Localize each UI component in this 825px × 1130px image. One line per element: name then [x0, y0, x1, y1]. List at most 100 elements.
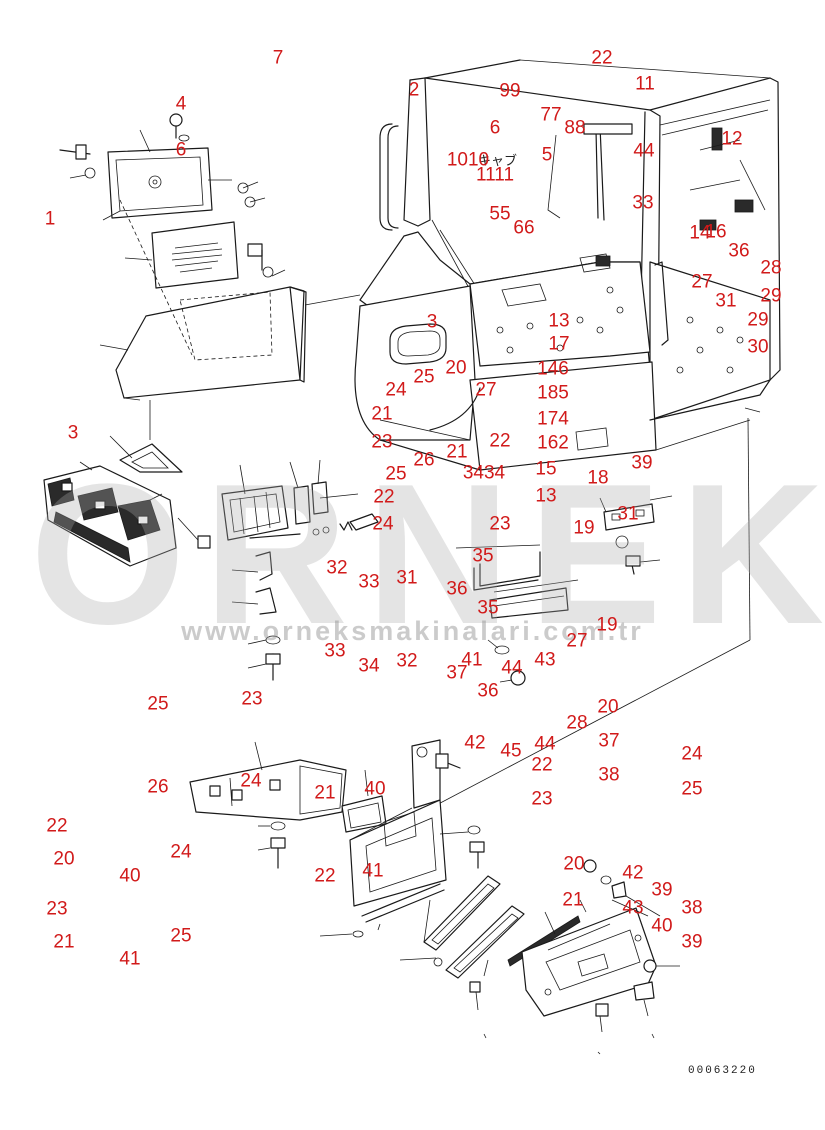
drawing-number: 00063220: [688, 1065, 757, 1077]
part-callout: 24: [385, 379, 407, 401]
part-callout: 21: [314, 782, 336, 804]
part-callout: 25: [413, 366, 435, 388]
part-callout: 23: [46, 898, 68, 920]
part-callout: 6: [489, 117, 501, 139]
part-callout: 3: [426, 311, 438, 333]
part-callout: 7: [272, 47, 284, 69]
part-callout: 27: [566, 630, 588, 652]
part-callout: 77: [540, 104, 562, 126]
part-callout: 66: [513, 217, 535, 239]
console-housing: [99, 199, 361, 440]
console-tray: [109, 435, 183, 473]
part-callout: 88: [564, 117, 586, 139]
part-callout: 1111: [475, 164, 515, 186]
part-callout: 31: [617, 503, 639, 525]
part-callout: 37: [598, 730, 620, 752]
part-callout: 24: [170, 841, 192, 863]
part-callout: 32: [326, 557, 348, 579]
part-callout: 25: [147, 693, 169, 715]
part-callout: 42: [622, 862, 644, 884]
brackets-left: [231, 551, 281, 681]
part-callout: 31: [715, 290, 737, 312]
part-callout: 39: [651, 879, 673, 901]
part-callout: 41: [119, 948, 141, 970]
part-callout: 20: [597, 696, 619, 718]
part-callout: 16: [705, 221, 727, 243]
part-callout: 44: [633, 140, 655, 162]
part-callout: 33: [324, 640, 346, 662]
part-callout: 19: [596, 614, 618, 636]
filter-elements: [399, 875, 525, 1039]
part-callout: 3: [67, 422, 79, 444]
part-callout: 25: [170, 925, 192, 947]
part-callout: 26: [413, 449, 435, 471]
part-callout: 25: [385, 463, 407, 485]
watermark-url: www.orneksmakinalari.com.tr: [181, 616, 644, 646]
part-callout: 185: [537, 382, 569, 404]
part-callout: 22: [373, 486, 395, 508]
display-screen: [124, 221, 286, 289]
part-callout: 24: [240, 770, 262, 792]
part-callout: 29: [760, 285, 782, 307]
part-callout: 27: [475, 379, 497, 401]
part-callout: 40: [119, 865, 141, 887]
part-callout: 18: [587, 467, 609, 489]
filter-box: [319, 739, 485, 938]
part-callout: 25: [681, 778, 703, 800]
part-callout: 14: [689, 222, 711, 244]
part-callout: 13: [548, 310, 570, 332]
part-callout: 22: [314, 865, 336, 887]
part-callout: 99: [499, 80, 521, 102]
part-callout: 27: [691, 271, 713, 293]
part-callout: 23: [531, 788, 553, 810]
part-callout: 174: [537, 408, 569, 430]
part-callout: 22: [489, 430, 511, 452]
part-callout: 43: [622, 897, 644, 919]
filter-duct-housing: [189, 741, 347, 869]
part-callout: 55: [489, 203, 511, 225]
part-callout: 13: [535, 485, 557, 507]
part-callout: 39: [681, 931, 703, 953]
part-callout: 20: [563, 853, 585, 875]
part-callout: 22: [46, 815, 68, 837]
part-callout: 33: [358, 571, 380, 593]
part-callout: 39: [631, 452, 653, 474]
part-callout: 21: [53, 931, 75, 953]
part-callout: 44: [501, 657, 523, 679]
part-callout: 15: [535, 458, 557, 480]
part-callout: 38: [681, 897, 703, 919]
part-callout: 45: [500, 740, 522, 762]
part-callout: 22: [531, 754, 553, 776]
part-callout: 32: [396, 650, 418, 672]
part-callout: 24: [372, 513, 394, 535]
part-callout: 33: [632, 192, 654, 214]
control-box: [43, 461, 177, 567]
part-callout: 41: [461, 649, 483, 671]
part-callout: 28: [566, 712, 588, 734]
monitor-panel: [59, 113, 266, 221]
cab-frame: [354, 59, 781, 471]
part-callout: 43: [534, 649, 556, 671]
part-callout: 36: [728, 240, 750, 262]
part-callout: 30: [747, 336, 769, 358]
door-rail: [455, 544, 579, 686]
part-callout: 4: [175, 93, 187, 115]
part-callout: 11: [635, 73, 655, 95]
watermark-logo: ORNEK: [30, 443, 825, 666]
part-callout: 35: [477, 597, 499, 619]
part-callout: 162: [537, 432, 569, 454]
part-callout: 38: [598, 764, 620, 786]
part-callout: 28: [760, 257, 782, 279]
part-callout: 17: [548, 333, 570, 355]
part-callout: 42: [464, 732, 486, 754]
part-callout: 21: [446, 441, 468, 463]
part-callout: 1: [44, 208, 56, 230]
part-callout: 36: [477, 680, 499, 702]
part-callout: 12: [721, 128, 743, 150]
part-callout: 26: [147, 776, 169, 798]
part-callout: 29: [747, 309, 769, 331]
part-callout: 37: [446, 662, 468, 684]
part-callout: 20: [445, 357, 467, 379]
